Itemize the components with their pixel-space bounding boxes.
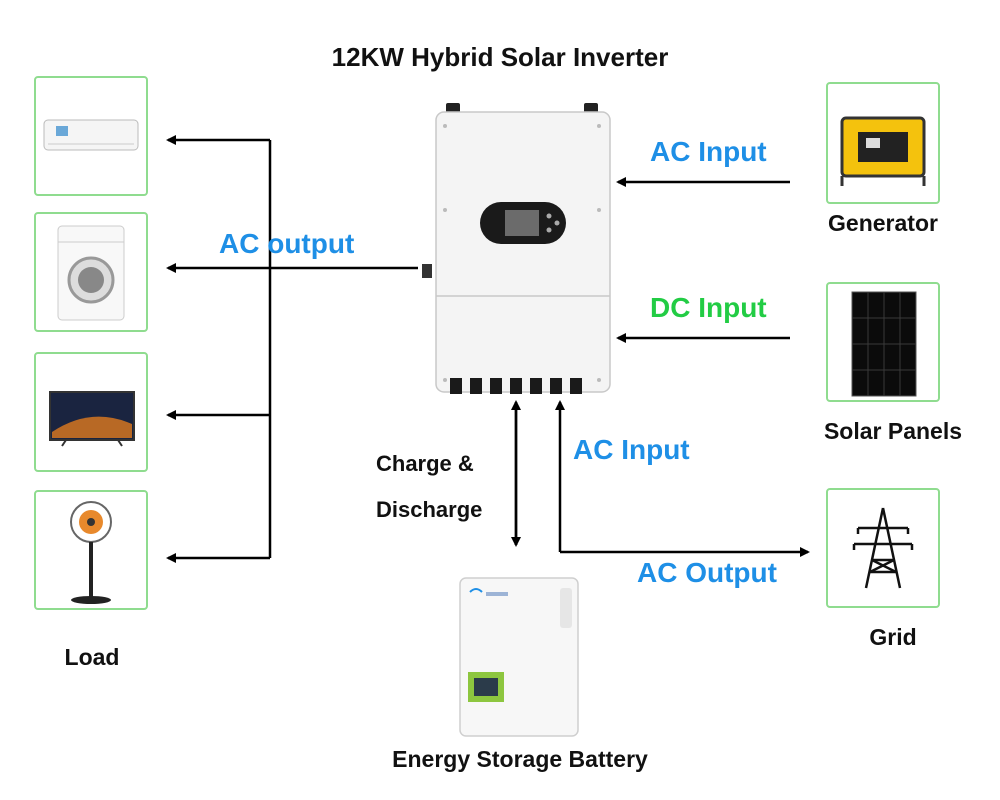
air-conditioner-box (34, 76, 148, 196)
input-arrows (616, 177, 790, 343)
dc-input-solar-label: DC Input (650, 292, 767, 323)
washing-machine-box (34, 212, 148, 332)
fan-icon (70, 501, 112, 604)
ac-input-grid-label: AC Input (573, 434, 690, 465)
fan-box (34, 490, 148, 610)
grid-box (826, 488, 940, 608)
solar-panels-box (826, 282, 940, 402)
ac-output-grid-label: AC Output (637, 557, 777, 588)
battery-label: Energy Storage Battery (392, 746, 648, 772)
transmission-tower-icon (852, 507, 914, 589)
solar-panel-icon (851, 291, 917, 397)
ac-output-load-label: AC output (219, 228, 355, 259)
battery-image (459, 577, 579, 737)
television-icon (49, 391, 135, 447)
inverter-image (422, 103, 611, 394)
grid-label: Grid (869, 624, 917, 650)
washing-machine-icon (57, 225, 125, 321)
air-conditioner-icon (43, 119, 139, 151)
grid-lines (555, 400, 810, 557)
generator-label: Generator (828, 210, 938, 236)
charge-label-line1: Charge & (376, 451, 474, 476)
diagram-title: 12KW Hybrid Solar Inverter (331, 42, 669, 72)
ac-input-generator-label: AC Input (650, 136, 767, 167)
solar-panels-label: Solar Panels (823, 418, 963, 444)
generator-icon (840, 116, 926, 186)
generator-box (826, 82, 940, 204)
load-label: Load (64, 644, 120, 670)
television-box (34, 352, 148, 472)
charge-label-line2: Discharge (376, 497, 483, 522)
load-bus-lines (166, 135, 418, 563)
